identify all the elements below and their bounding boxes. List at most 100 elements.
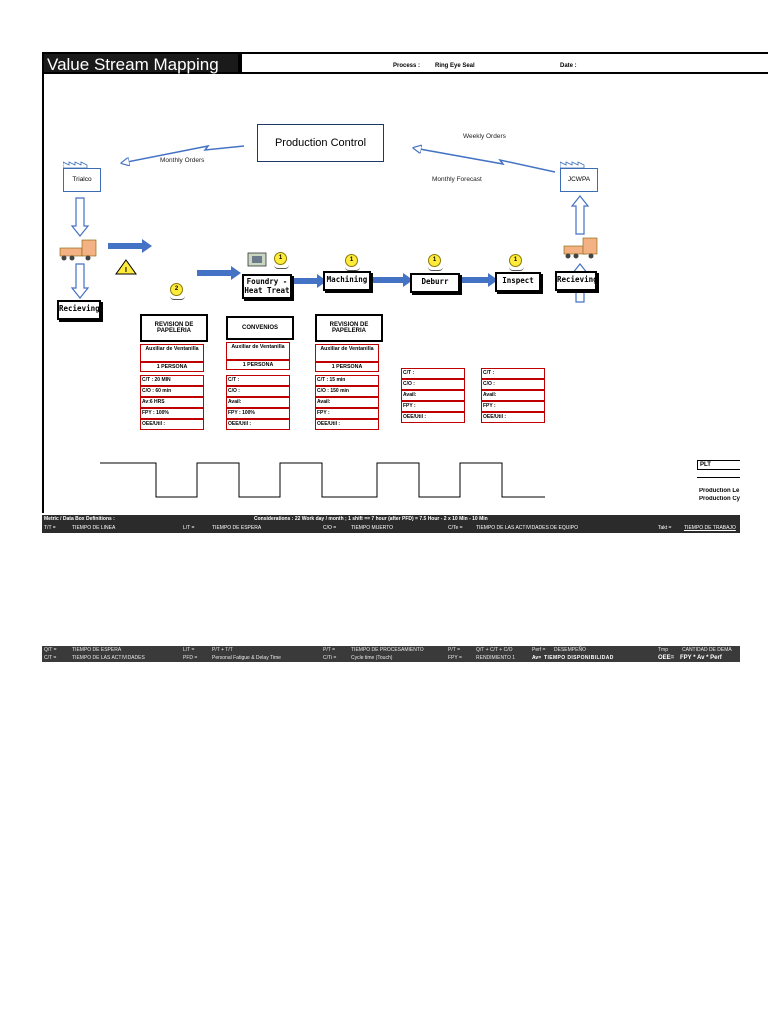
operator-count: 1: [428, 254, 441, 267]
def-key: L/T =: [183, 647, 195, 653]
operator-count: 1: [345, 254, 358, 267]
info-title: REVISION DE PAPELERIA: [140, 314, 208, 342]
def-key: FPY =: [448, 655, 462, 661]
data-fpy: FPY : 100%: [140, 408, 204, 419]
info-sub: Auxiliar de Ventanilla: [140, 344, 204, 362]
operator-count: 1: [509, 254, 522, 267]
data-avail: Avail:: [401, 390, 465, 401]
legend-divider: [697, 477, 740, 478]
operator-icon: 1: [428, 254, 443, 271]
def-key: C/Ti =: [323, 655, 337, 661]
receiving-left-box: Recieving: [57, 300, 101, 320]
production-cycle-label: Production Cy: [699, 496, 740, 502]
receiving-down-arrow: [70, 263, 90, 299]
info-persona: 1 PERSONA: [226, 360, 290, 370]
def-key: Q/T =: [44, 647, 57, 653]
monthly-forecast-label: Monthly Forecast: [432, 176, 482, 183]
info-persona: 1 PERSONA: [315, 362, 379, 372]
def-key: PFD =: [183, 655, 198, 661]
info-box-4: C/T : C/O : Avail: FPY : OEE/Util :: [401, 368, 465, 423]
supplier-name: Trialco: [63, 168, 101, 192]
push-arrow-1: [108, 239, 152, 253]
def-key: Takt =: [658, 525, 672, 531]
def-value: TIEMPO DE ESPERA: [72, 647, 122, 653]
push-arrow-2: [197, 266, 241, 280]
data-avail: Avail:: [481, 390, 545, 401]
data-avail: Avail:: [315, 397, 379, 408]
data-avail: Av:6 HRS: [140, 397, 204, 408]
push-arrow-5: [459, 273, 498, 287]
factory-roof-icon: [560, 161, 585, 168]
header-info: Process : Ring Eye Seal Date :: [240, 52, 768, 74]
def-value: Cycle time (Touch): [351, 655, 393, 661]
data-ct: C/T : 20 MIN: [140, 375, 204, 386]
inventory-triangle: I: [115, 259, 137, 275]
data-fpy: FPY : 100%: [226, 408, 290, 419]
process-inspect: Inspect: [495, 272, 541, 292]
operator-base: [345, 267, 360, 271]
def-value: TIEMPO DE PROCESAMIENTO: [351, 647, 424, 653]
process-foundry: Foundry - Heat Treat: [242, 274, 292, 299]
data-fpy: FPY :: [481, 401, 545, 412]
definitions-header-bar: Metric / Data Box Definitions : Consider…: [42, 515, 740, 524]
def-key: P/T =: [448, 647, 460, 653]
operator-icon: 1: [274, 252, 289, 269]
monthly-orders-arrow: [122, 144, 245, 163]
operator-base: [274, 265, 289, 269]
def-value: TIEMPO DE TRABAJO: [684, 525, 736, 531]
process-value: Ring Eye Seal: [435, 63, 475, 69]
weekly-orders-arrow: [414, 148, 556, 173]
def-value: FPY * Av * Perf: [680, 655, 722, 661]
data-oee: OEE/Util :: [481, 412, 545, 423]
data-oee: OEE/Util :: [401, 412, 465, 423]
def-key: C/Te =: [448, 525, 463, 531]
def-value: P/T + T/T: [212, 647, 233, 653]
plt-label: PLT: [700, 462, 711, 468]
considerations-label: Considerations : 22 Work day / month ; 1…: [254, 516, 488, 522]
info-box-1: REVISION DE PAPELERIA Auxiliar de Ventan…: [140, 314, 208, 430]
operator-icon: 1: [509, 254, 524, 271]
data-fpy: FPY :: [401, 401, 465, 412]
def-value: Personal Fatigue & Delay Time: [212, 655, 281, 661]
push-arrow-3: [289, 274, 327, 288]
data-ct: C/T :: [481, 368, 545, 379]
definitions-row-1: T/T = TIEMPO DE LINEA L/T = TIEMPO DE ES…: [42, 524, 740, 533]
def-value: TIEMPO DISPONIBILIDAD: [544, 655, 614, 661]
supplier-down-arrow: [70, 197, 90, 237]
def-value: CANTIDAD DE DEMA: [682, 647, 732, 653]
data-oee: OEE/Util :: [226, 419, 290, 430]
data-oee: OEE/Util :: [315, 419, 379, 430]
def-value: Q/T + C/T + C/O: [476, 647, 513, 653]
plt-box: PLT: [697, 460, 740, 470]
date-label: Date :: [560, 63, 577, 69]
data-ct: C/T : 15 min: [315, 375, 379, 386]
weekly-orders-label: Weekly Orders: [463, 133, 506, 140]
def-key: C/T =: [44, 655, 57, 661]
data-oee: OEE/Util :: [140, 419, 204, 430]
data-fpy: FPY :: [315, 408, 379, 419]
def-key: Av=: [532, 655, 542, 661]
info-title: CONVENIOS: [226, 316, 294, 340]
def-key: Perf =: [532, 647, 546, 653]
def-key: OEE=: [658, 655, 675, 661]
data-ct: C/T :: [401, 368, 465, 379]
production-lead-label: Production Le: [699, 488, 740, 494]
machine-icon: [247, 252, 267, 267]
customer-name: JCWPA: [560, 168, 598, 192]
operator-icon: 2: [170, 283, 185, 300]
data-co: C/O :: [481, 379, 545, 390]
def-key: L/T =: [183, 525, 195, 531]
def-value: DESEMPEÑO: [554, 647, 586, 653]
def-value: TIEMPO DE ESPERA: [212, 525, 262, 531]
customer-up-arrow: [570, 195, 590, 235]
monthly-orders-label: Monthly Orders: [160, 157, 205, 164]
process-label: Process :: [393, 63, 421, 69]
svg-text:I: I: [125, 267, 127, 274]
def-key: P/T =: [323, 647, 335, 653]
data-co: C/O :: [401, 379, 465, 390]
supplier-factory: Trialco: [63, 160, 101, 192]
metric-definitions-label: Metric / Data Box Definitions :: [44, 516, 115, 522]
def-key: C/O =: [323, 525, 337, 531]
def-value: TIEMPO DE LAS ACTIVIDADES: [72, 655, 145, 661]
info-sub: Auxiliar de Ventanilla: [315, 344, 379, 362]
